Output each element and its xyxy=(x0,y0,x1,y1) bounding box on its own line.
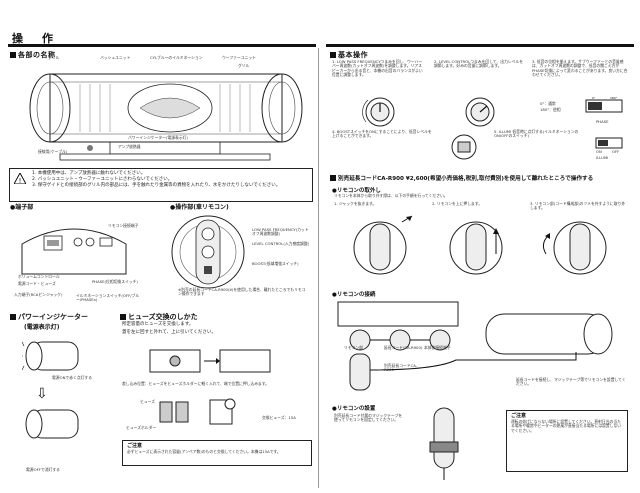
remote-install-text: 別売延長コード付属のマジックテープを使ってリモコンを固定してください。 xyxy=(334,413,403,423)
label-amp-heatsink: アンプ放熱器 xyxy=(118,144,141,149)
terminal-diagram xyxy=(21,228,127,275)
power-ind-heading: パワーインジケーター xyxy=(10,312,88,322)
power-on-label: 電源ONで赤く点灯する xyxy=(52,375,93,380)
power-on-diagram xyxy=(22,341,79,371)
fuse-heading: ヒューズ交換のしかた xyxy=(120,312,198,322)
label-remote-terminal: リモコン接続端子 xyxy=(108,223,139,228)
svg-text:180°: 180° xyxy=(610,96,618,100)
remove-step-3-diagram xyxy=(542,221,607,275)
down-arrow-icon: ⇩ xyxy=(36,386,48,402)
remove-step-1: 1. ジャックを抜きます。 xyxy=(334,201,377,206)
illumi-label: ILLUMI xyxy=(596,155,609,160)
fuse-replace-diagram xyxy=(159,398,236,425)
warning-line-1: 1. 本機使用中は、アンプ放熱器に触れないでください。 xyxy=(32,171,146,176)
heading-square-icon xyxy=(10,52,16,58)
fuse-caution-box: ご注意 必ずヒューズに表示された容量(アンペア数)のものと交換してください。本機… xyxy=(122,440,312,466)
remote-conn-diagram xyxy=(337,301,613,391)
label-grill-right: グリル xyxy=(238,63,250,68)
install-caution-box: ご注意 運転の妨げにならない場所に設置してください。直射日光の当たる場所や暖房や… xyxy=(506,410,628,472)
label-woofer: ウーファーユニット xyxy=(222,55,256,60)
basic-step-1: 1. LOW PASS FREQUENCYつまみを回し、ウーハーバー周波数(カッ… xyxy=(332,59,423,78)
fuse-cover-diagram xyxy=(149,349,271,373)
basic-step-3: 3. 低音の位相を揃えます。サブウーファーとの音量感は、カットオフ周波数の調整で… xyxy=(532,59,628,78)
remote-install-diagram xyxy=(429,407,459,480)
label-boost: BOOST(低域増強スイッチ) xyxy=(252,261,299,266)
fuse-label: ヒューズ xyxy=(140,399,155,404)
phase-switch-diagram: 0° 180° xyxy=(585,96,623,113)
remote-removal-intro: リモコンを本体から取り外す際は、以下の手順を行ってください。 xyxy=(334,193,448,198)
svg-text:!: ! xyxy=(19,177,22,184)
label-cyl-illum: CYLブルーのイルミネーション xyxy=(150,55,203,60)
level-knob-diagram xyxy=(465,97,495,127)
install-caution-text: 運転の妨げにならない場所に設置してください。直射日光の当たる場所や暖房やヒーター… xyxy=(511,419,622,433)
label-level: LEVEL CONTROL(入力感度調整) xyxy=(252,241,310,246)
power-ind-sub: (電源表示灯) xyxy=(24,324,60,331)
extcord-heading: 別売延長コードCA-R900 ¥2,600(希望小売価格,税別,取付費別)を使用… xyxy=(330,174,630,182)
lpf-knob-diagram xyxy=(362,97,395,127)
parts-heading: 各部の名称 xyxy=(10,50,56,60)
fuse-spare-label: 交換ヒューズ：15A xyxy=(262,415,296,420)
label-power-ind: パワーインジケーター(電源表示灯) xyxy=(128,135,188,140)
remote-removal-heading: ●リモコンの取外し xyxy=(332,188,381,194)
basic-step-5: 5. ILLUMI 低音時に点灯する(イルミネーションのON/OFFのスイッチ) xyxy=(494,129,579,139)
fuse-line-1: 所定容量のヒューズを交換します。 xyxy=(122,322,194,327)
header-rule-right xyxy=(326,44,634,47)
label-illum-switch: イルミネーションスイッチ(OFF/ブルー/PHASEx) xyxy=(76,293,140,303)
remote-install-heading: ●リモコンの設置 xyxy=(332,406,376,412)
page-title: 操 作 xyxy=(12,32,57,45)
illumi-switch-diagram xyxy=(595,137,623,149)
warning-box: ! 1. 本機使用中は、アンプ放熱器に触れないでください。 2. バッシュユニッ… xyxy=(9,168,313,202)
header-rule-left xyxy=(8,44,316,47)
label-lpf: LOW PASS FREQUENCY(カットオフ周波数調整) xyxy=(252,227,309,237)
fuse-line-2: 蓋を左に回すと外れて、上に引いてください。 xyxy=(122,330,216,335)
illumi-off: OFF xyxy=(612,149,620,154)
install-caution-title: ご注意 xyxy=(511,413,527,419)
column-divider xyxy=(318,48,319,488)
phase-180-label: 180°：逆相 xyxy=(540,107,561,112)
phase-label: PHASE xyxy=(596,119,609,124)
conn-label-body: 本体側接続端子 xyxy=(424,345,451,350)
remote-conn-note: 延長コードを接続し、マジックテープ等でリモコンを設置してください。 xyxy=(516,377,626,387)
product-diagram xyxy=(29,73,303,161)
label-bass-unit: バッシュユニット xyxy=(100,55,131,60)
label-input: 入力端子(RCAピンジャック) xyxy=(14,292,63,297)
warning-line-3: 3. 保守ゲイドとの接続部のグリル内の部品には、手を触れたり金属等の異物を入れた… xyxy=(32,183,281,188)
terminal-heading: ●端子部 xyxy=(10,204,34,211)
basic-step-4: 4. BOOSTスイッチをONにすることにより、低音レベルを上げることができます… xyxy=(332,129,432,139)
label-phase: PHASE(位相切換スイッチ) xyxy=(92,279,138,284)
remove-step-2: 2. リモコンを上に押します。 xyxy=(432,201,483,206)
remove-step-1-diagram xyxy=(353,215,413,275)
label-grill-left: グリル xyxy=(48,55,60,60)
fuse-line-3: 差し込み位置：ヒューズをヒューズホルダーに軽く入れて、端で位置に押し込みます。 xyxy=(122,381,270,386)
fuse-caution-title: ご注意 xyxy=(127,443,143,449)
ops-note: ※別売の延長コードCA-R900(¥)を使用した場合、離れたところでもリモコン操… xyxy=(178,287,306,297)
basic-heading: 基本操作 xyxy=(330,50,368,60)
label-cable-holder: 接線用(ケーブル) xyxy=(38,149,68,154)
label-volume: ボリュームコントロール xyxy=(18,274,60,279)
basic-step-2: 2. LEVEL CONTROLつまみを回して、出力レベルを調節します。好みの音… xyxy=(434,59,524,69)
warning-line-2: 2. バッシュユニット・ウーファーユニットにさわらないでください。 xyxy=(32,177,173,182)
remote-conn-heading: ●リモコンの接続 xyxy=(332,292,376,298)
power-off-diagram xyxy=(25,409,79,439)
label-power-fuse: 電源コード・ヒューズ xyxy=(18,281,56,286)
conn-label-extcord: 別売延長コードCA-R900 xyxy=(384,363,418,373)
remove-step-2-diagram xyxy=(449,221,503,275)
remove-step-3: 3. リモコン部(コード構成部)のツメを外すように取り外します。 xyxy=(530,201,626,211)
phase-0-label: 0°：通常 xyxy=(540,101,556,106)
warning-icon: ! xyxy=(14,173,26,184)
conn-label-remote: リモコン部 xyxy=(344,345,363,350)
conn-label-cord: 延長コード(CA-R900) xyxy=(384,345,423,350)
ops-heading: ●操作部(車リモコン) xyxy=(170,204,229,211)
remote-diagram xyxy=(171,215,245,289)
illumi-on: ON xyxy=(596,149,602,154)
svg-text:0°: 0° xyxy=(592,96,596,100)
fuse-caution-text: 必ずヒューズに表示された容量(アンペア数)のものと交換してください。本機は15A… xyxy=(127,449,281,454)
power-off-label: 電源OFFで消灯する xyxy=(26,467,60,472)
fuse-holder-label: ヒューズホルダー xyxy=(126,425,157,430)
boost-switch-diagram xyxy=(451,134,477,160)
